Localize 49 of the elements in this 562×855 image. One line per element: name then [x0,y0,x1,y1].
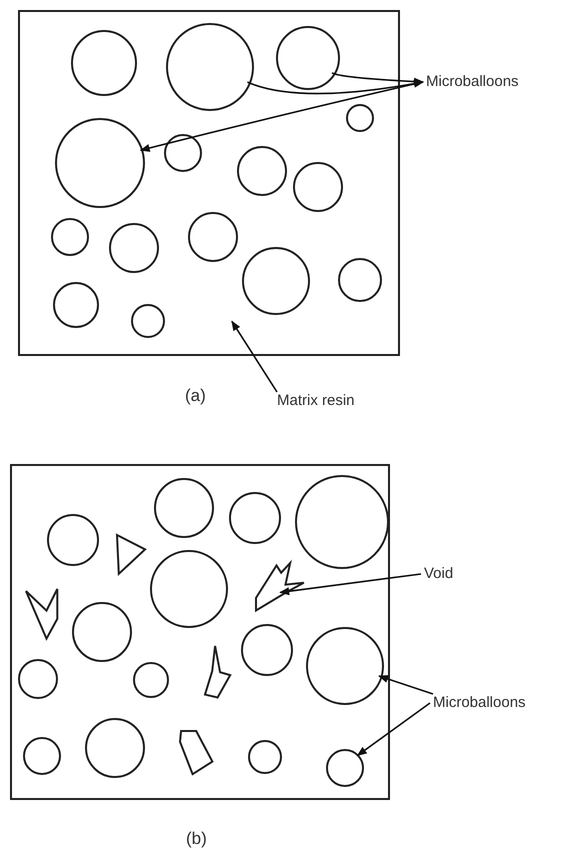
void-shape [115,532,148,576]
panel-caption: (b) [186,830,207,848]
panel-frame [10,464,390,800]
callout-label: Void [424,565,454,583]
microballoon [84,717,146,779]
void-shape [178,728,214,776]
microballoon [149,549,229,629]
microballoon [187,211,239,263]
microballoon [228,491,282,545]
microballoon [275,25,341,91]
leader-arrow [378,675,434,695]
microballoon [345,103,375,133]
leader-arrow [279,573,422,596]
leader-arrow [356,702,430,756]
void-shape [203,644,232,700]
leader-arrow [231,320,278,392]
microballoon [153,477,215,539]
microballoon [17,658,59,700]
callout-label: Matrix resin [277,392,355,410]
microballoon [247,739,283,775]
microballoon [325,748,365,788]
leader-arrow [332,72,424,86]
microballoon [292,161,344,213]
microballoon [22,736,62,776]
void-shape [24,587,60,641]
microballoon [165,22,255,112]
microballoon [54,117,146,209]
microballoon [52,281,100,329]
microballoon [236,145,288,197]
panel-caption: (a) [185,387,206,405]
microballoon [50,217,90,257]
leader-arrow [247,80,424,94]
microballoon [71,601,133,663]
callout-label: Microballoons [433,694,526,712]
void-shape [254,561,306,613]
microballoon [70,29,138,97]
leader-arrow [140,81,424,152]
microballoon [132,661,170,699]
microballoon [294,474,390,570]
microballoon [130,303,166,339]
microballoon [305,626,385,706]
microballoon [240,623,294,677]
microballoon [241,246,311,316]
panel-frame [18,10,400,356]
microballoon [108,222,160,274]
microballoon [46,513,100,567]
microballoon [337,257,383,303]
microballoon [163,133,203,173]
callout-label: Microballoons [426,73,519,91]
